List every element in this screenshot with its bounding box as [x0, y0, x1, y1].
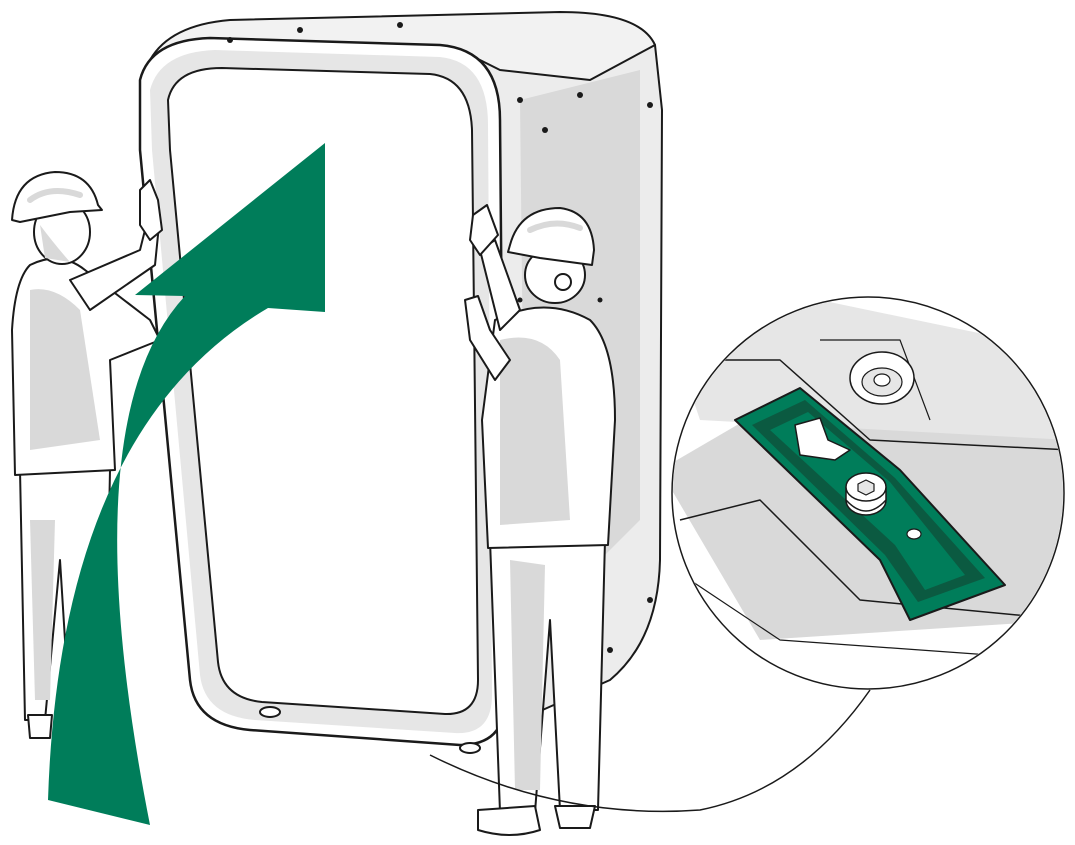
- worker-left-helmet: [12, 172, 102, 222]
- worker-left-shoe: [28, 715, 52, 738]
- worker-right-shoe-left: [478, 806, 540, 835]
- worker-right-shoe-right: [555, 806, 595, 828]
- cabinet-foot-right: [460, 743, 480, 753]
- worker-right-earmuff: [555, 274, 571, 290]
- cabinet-foot-left: [260, 707, 280, 717]
- bracket-hole: [907, 529, 921, 539]
